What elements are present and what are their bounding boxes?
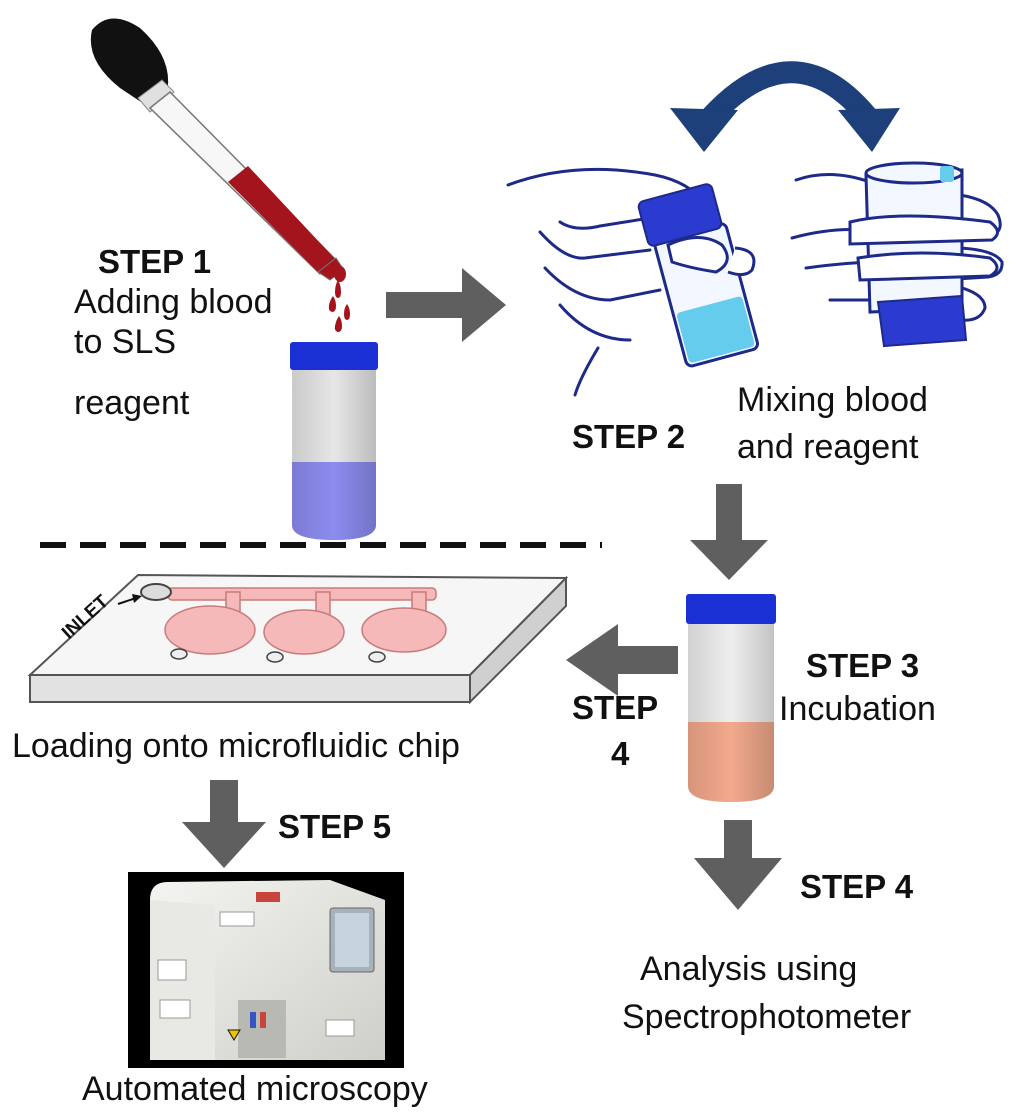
curved-mixing-arrow xyxy=(670,61,900,152)
spectro-desc-line2: Spectrophotometer xyxy=(622,998,912,1036)
microscopy-caption: Automated microscopy xyxy=(82,1070,428,1108)
sls-reagent-vial xyxy=(290,342,378,540)
step3-desc: Incubation xyxy=(779,690,936,728)
step1-title: STEP 1 xyxy=(98,243,212,280)
arrow-step1-to-step2 xyxy=(386,268,506,342)
chip-caption: Loading onto microfluidic chip xyxy=(12,727,460,765)
microfluidic-chip xyxy=(27,573,569,705)
step4-right-title: STEP 4 xyxy=(800,868,914,905)
step4-left-title-line2: 4 xyxy=(611,735,630,772)
step2-desc-line1: Mixing blood xyxy=(737,381,928,419)
arrow-step2-to-step3 xyxy=(690,484,768,580)
microscope-machine xyxy=(128,872,404,1068)
step2-desc-line2: and reagent xyxy=(737,428,919,466)
step1-desc-line3: reagent xyxy=(74,384,190,422)
step2-title: STEP 2 xyxy=(572,418,686,455)
step4-left-title-line1: STEP xyxy=(572,689,659,726)
incubation-vial xyxy=(686,594,776,802)
blood-drops xyxy=(328,266,350,332)
step3-title: STEP 3 xyxy=(806,647,920,684)
step5-title: STEP 5 xyxy=(278,808,392,845)
arrow-to-spectrophotometer xyxy=(694,820,782,910)
arrow-vial-to-chip xyxy=(566,624,678,696)
arrow-chip-to-microscope xyxy=(182,780,266,868)
step1-desc-line1: Adding blood xyxy=(74,283,273,321)
hand-holding-vial-right xyxy=(790,161,1004,348)
dropper-icon xyxy=(90,18,345,281)
hand-holding-vial-left xyxy=(506,167,760,397)
spectro-desc-line1: Analysis using xyxy=(640,950,858,988)
step1-desc-line2: to SLS xyxy=(74,323,177,361)
